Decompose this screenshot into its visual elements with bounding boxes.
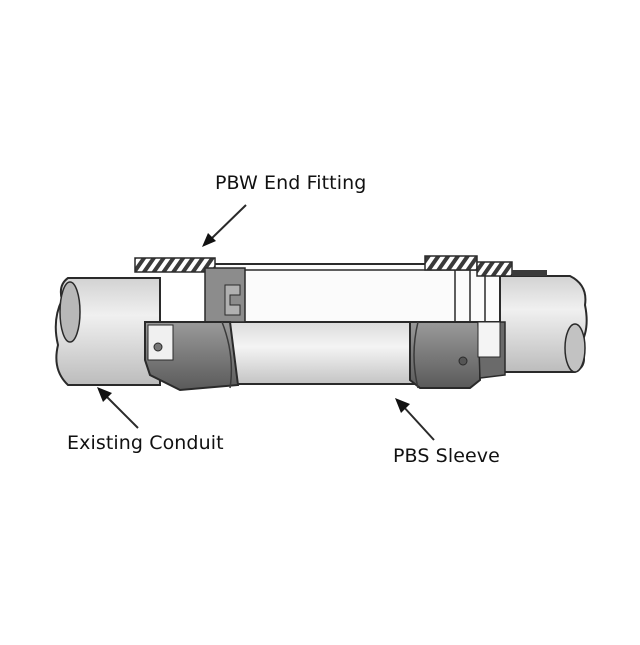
label-pbw-end-fitting: PBW End Fitting	[215, 172, 367, 194]
label-pbs-sleeve: PBS Sleeve	[393, 445, 500, 467]
arrow-existing-conduit	[97, 387, 139, 429]
arrow-pbs-sleeve	[395, 398, 435, 441]
pbs-sleeve	[209, 263, 501, 385]
existing-conduit-right	[494, 275, 588, 373]
label-existing-conduit: Existing Conduit	[67, 432, 224, 454]
pbw-end-fitting-left	[134, 257, 246, 392]
existing-conduit-left	[54, 277, 161, 386]
arrow-end-fitting	[202, 204, 247, 247]
pbw-end-fitting-right	[409, 255, 547, 389]
